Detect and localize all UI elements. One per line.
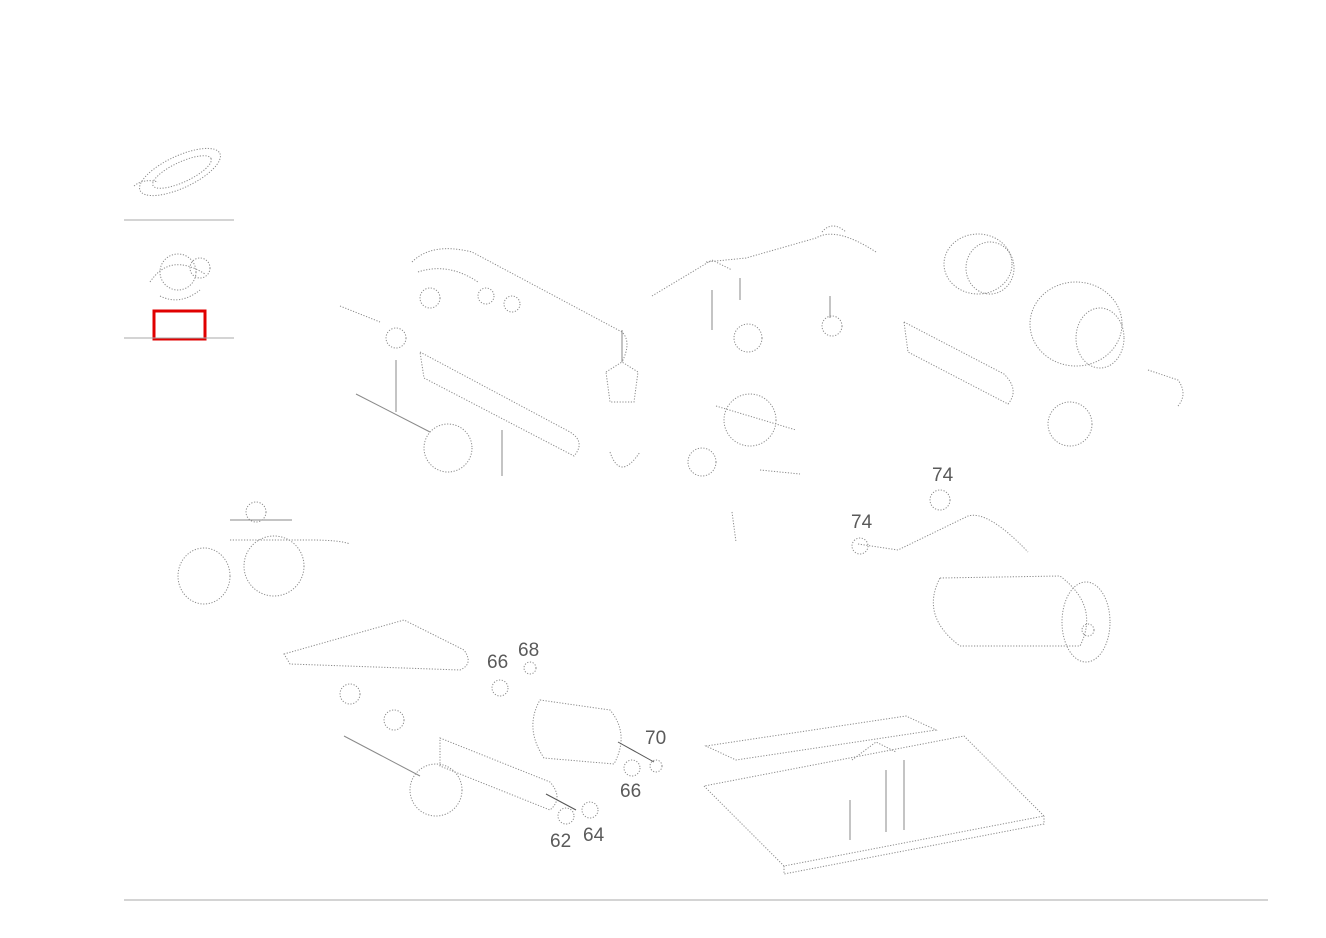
thumbnail-motor-assembly[interactable] xyxy=(149,253,211,301)
callout-66-upper: 66 xyxy=(487,652,508,673)
callout-62: 62 xyxy=(550,831,571,852)
callout-70: 70 xyxy=(645,728,666,749)
upper-wheel-group xyxy=(903,233,1184,447)
callout-64: 64 xyxy=(583,825,605,846)
callout-74-upper: 74 xyxy=(932,465,954,486)
callout-68: 68 xyxy=(518,640,539,661)
upper-bracket-group xyxy=(651,225,877,543)
lower-handle-shaft-group xyxy=(283,619,663,825)
base-plate-group xyxy=(702,715,1046,875)
callout-66-lower: 66 xyxy=(620,781,641,802)
left-motor-group xyxy=(177,501,351,605)
upper-handle-shaft-group xyxy=(339,248,641,476)
thumbnail-belt[interactable] xyxy=(133,139,226,205)
right-roller-group xyxy=(851,489,1111,663)
callout-74-lower: 74 xyxy=(851,512,873,533)
selected-thumbnail-highlight xyxy=(152,309,207,341)
